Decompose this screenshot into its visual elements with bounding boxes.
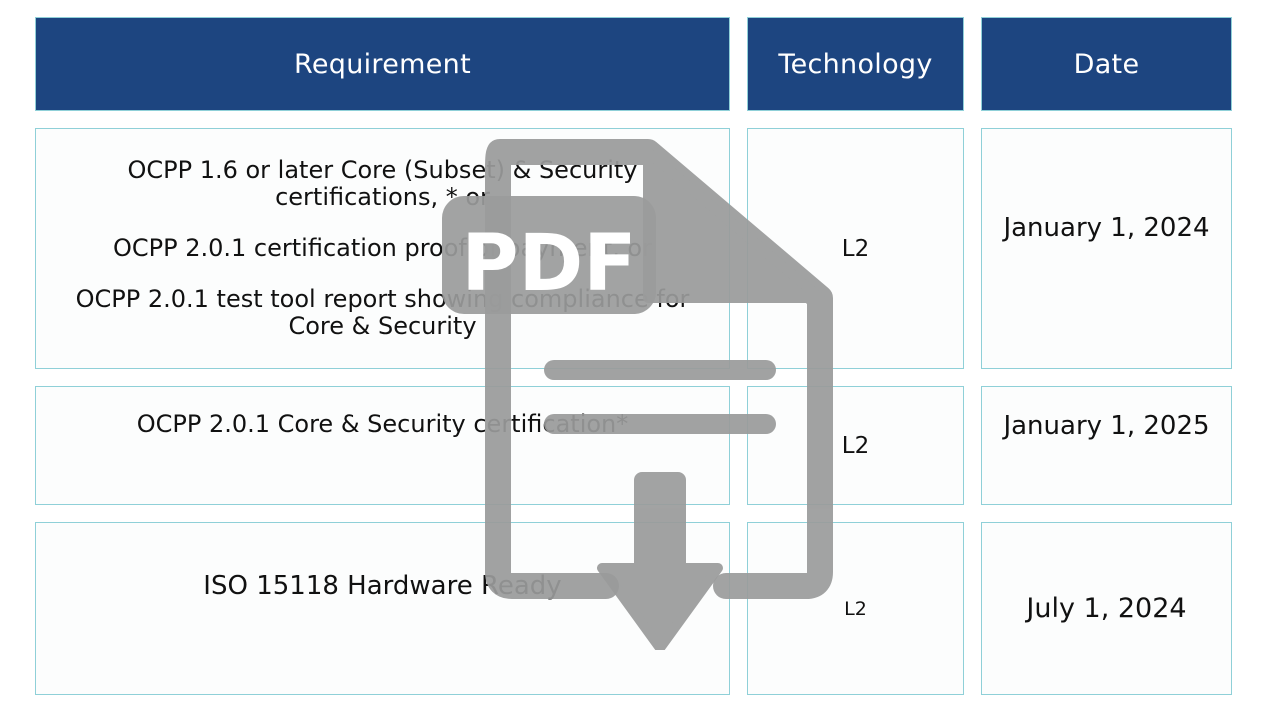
row-3-technology: L2	[747, 522, 964, 695]
header-date: Date	[981, 17, 1232, 111]
row-3-date: July 1, 2024	[981, 522, 1232, 695]
row-2-requirement: OCPP 2.0.1 Core & Security certification…	[35, 386, 730, 505]
row-3-technology-value: L2	[844, 597, 867, 620]
row-1-requirement: OCPP 1.6 or later Core (Subset) & Securi…	[35, 128, 730, 369]
header-technology-label: Technology	[778, 48, 933, 80]
header-requirement-label: Requirement	[294, 48, 471, 80]
row-1-requirement-line-1: OCPP 1.6 or later Core (Subset) & Securi…	[127, 156, 638, 211]
row-1-requirement-line-3: OCPP 2.0.1 test tool report showing comp…	[75, 285, 690, 340]
row-2-date: January 1, 2025	[981, 386, 1232, 505]
header-date-label: Date	[1073, 48, 1140, 80]
row-1-technology: L2	[747, 128, 964, 369]
row-2-technology: L2	[747, 386, 964, 505]
row-3-requirement-line-1: ISO 15118 Hardware Ready	[203, 571, 562, 601]
row-2-requirement-line-1: OCPP 2.0.1 Core & Security certification…	[136, 410, 629, 438]
row-3-date-value: July 1, 2024	[1026, 593, 1187, 624]
header-requirement: Requirement	[35, 17, 730, 111]
row-1-technology-value: L2	[841, 235, 870, 262]
row-2-date-value: January 1, 2025	[1003, 411, 1210, 441]
row-1-requirement-line-2: OCPP 2.0.1 certification proof of paymen…	[113, 234, 652, 262]
row-1-date: January 1, 2024	[981, 128, 1232, 369]
header-technology: Technology	[747, 17, 964, 111]
row-3-requirement: ISO 15118 Hardware Ready	[35, 522, 730, 695]
row-1-date-value: January 1, 2024	[1003, 213, 1210, 243]
row-2-technology-value: L2	[841, 432, 870, 459]
